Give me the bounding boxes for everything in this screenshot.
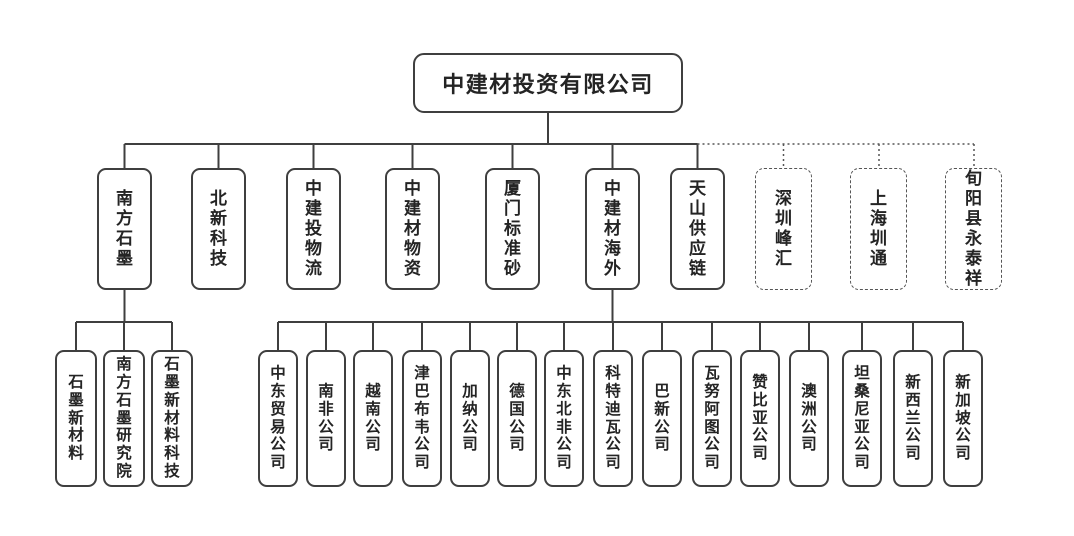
org-node-label: 中 东 北 非 公 司 (556, 364, 572, 472)
org-node-middle-east-north-africa: 中 东 北 非 公 司 (544, 350, 584, 487)
org-node-label: 北 新 科 技 (210, 188, 227, 269)
org-node-shanghai-zhentong: 上 海 圳 通 (850, 168, 907, 290)
org-node-label: 新 西 兰 公 司 (905, 373, 921, 463)
org-node-label: 坦 桑 尼 亚 公 司 (854, 364, 870, 472)
org-node-label: 南 方 石 墨 (116, 188, 133, 269)
org-node-label: 赞 比 亚 公 司 (752, 373, 768, 463)
org-node-vanuatu: 瓦 努 阿 图 公 司 (692, 350, 732, 487)
org-node-singapore: 新 加 坡 公 司 (943, 350, 983, 487)
org-node-label: 石 墨 新 材 料 科 技 (164, 355, 180, 481)
org-node-label: 南 方 石 墨 研 究 院 (116, 355, 132, 481)
org-node-southern-graphite: 南 方 石 墨 (97, 168, 152, 290)
org-node-graphite-new-material: 石 墨 新 材 料 (55, 350, 97, 487)
org-node-tanzania: 坦 桑 尼 亚 公 司 (842, 350, 882, 487)
org-node-cnbm-materials: 中 建 材 物 资 (385, 168, 440, 290)
org-node-label: 津 巴 布 韦 公 司 (414, 364, 430, 472)
org-node-label: 中 建 材 海 外 (604, 178, 621, 279)
org-node-label: 中 建 材 物 资 (404, 178, 421, 279)
org-node-label: 新 加 坡 公 司 (955, 373, 971, 463)
org-node-label: 越 南 公 司 (365, 382, 381, 454)
org-node-label: 中 建 投 物 流 (305, 178, 322, 279)
org-node-xunyang-yongtaixiang: 旬 阳 县 永 泰 祥 (945, 168, 1002, 290)
solid-connectors (75, 112, 964, 350)
org-node-label: 深 圳 峰 汇 (775, 188, 792, 269)
org-node-zhongjiantou-logistics: 中 建 投 物 流 (286, 168, 341, 290)
org-node-germany: 德 国 公 司 (497, 350, 537, 487)
org-node-papua-new-guinea: 巴 新 公 司 (642, 350, 682, 487)
org-node-xiamen-standard-sand: 厦 门 标 准 砂 (485, 168, 540, 290)
org-node-root: 中建材投资有限公司 (413, 53, 683, 113)
org-node-label: 澳 洲 公 司 (801, 382, 817, 454)
org-node-zambia: 赞 比 亚 公 司 (740, 350, 780, 487)
org-node-cnbm-overseas: 中 建 材 海 外 (585, 168, 640, 290)
org-node-label: 旬 阳 县 永 泰 祥 (965, 168, 982, 289)
org-node-shenzhen-fenghui: 深 圳 峰 汇 (755, 168, 812, 290)
org-node-label: 南 非 公 司 (318, 382, 334, 454)
dotted-connectors (697, 143, 975, 168)
org-node-zimbabwe: 津 巴 布 韦 公 司 (402, 350, 442, 487)
org-node-label: 德 国 公 司 (509, 382, 525, 454)
org-node-label: 石 墨 新 材 料 (68, 373, 84, 463)
org-node-cote-divoire: 科 特 迪 瓦 公 司 (593, 350, 633, 487)
org-node-south-africa: 南 非 公 司 (306, 350, 346, 487)
org-node-vietnam: 越 南 公 司 (353, 350, 393, 487)
org-node-new-zealand: 新 西 兰 公 司 (893, 350, 933, 487)
org-node-middle-east-trading: 中 东 贸 易 公 司 (258, 350, 298, 487)
org-node-label: 厦 门 标 准 砂 (504, 178, 521, 279)
org-node-label: 天 山 供 应 链 (689, 178, 706, 279)
org-node-label: 中 东 贸 易 公 司 (270, 364, 286, 472)
org-node-tianshan-supply-chain: 天 山 供 应 链 (670, 168, 725, 290)
org-node-southern-graphite-research-institute: 南 方 石 墨 研 究 院 (103, 350, 145, 487)
org-node-label: 巴 新 公 司 (654, 382, 670, 454)
org-node-label: 加 纳 公 司 (462, 382, 478, 454)
org-node-australia: 澳 洲 公 司 (789, 350, 829, 487)
org-node-label: 科 特 迪 瓦 公 司 (605, 364, 621, 472)
org-node-label: 中建材投资有限公司 (442, 72, 654, 97)
org-node-label: 上 海 圳 通 (870, 188, 887, 269)
org-node-graphite-new-material-technology: 石 墨 新 材 料 科 技 (151, 350, 193, 487)
org-node-beixin-technology: 北 新 科 技 (191, 168, 246, 290)
org-node-label: 瓦 努 阿 图 公 司 (704, 364, 720, 472)
org-node-ghana: 加 纳 公 司 (450, 350, 490, 487)
